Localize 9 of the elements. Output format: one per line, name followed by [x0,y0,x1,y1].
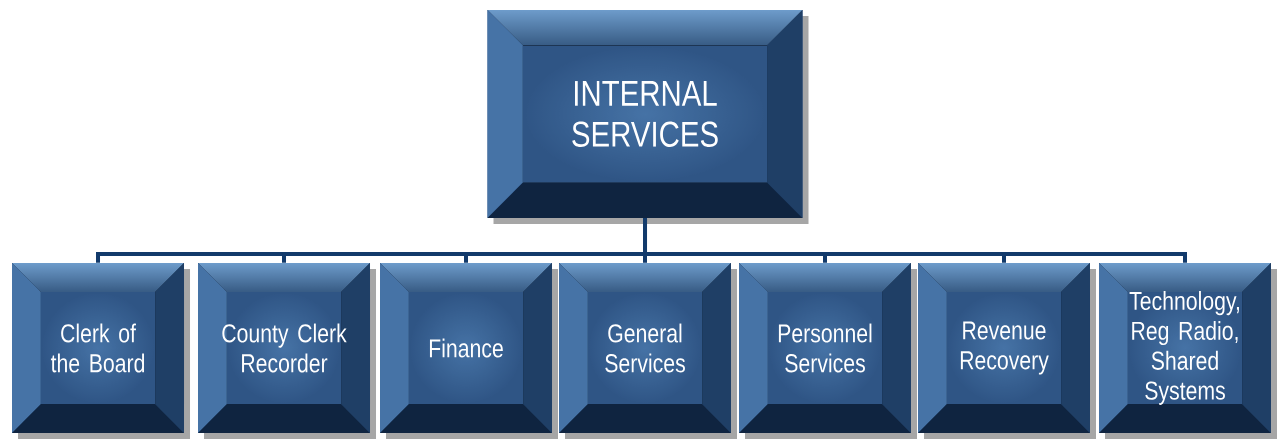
process-box: Revenue Recovery [918,263,1096,439]
process-box: General Services [559,263,737,439]
process-box: Clerk of the Board [12,263,190,439]
process-box: Personnel Services [739,263,917,439]
process-box: Technology, Reg Radio, Shared Systems [1099,263,1277,439]
process-box: County Clerk Recorder [198,263,376,439]
connector-line [643,218,1187,263]
process-box: INTERNAL SERVICES [487,10,809,224]
process-box: Finance [380,263,558,439]
